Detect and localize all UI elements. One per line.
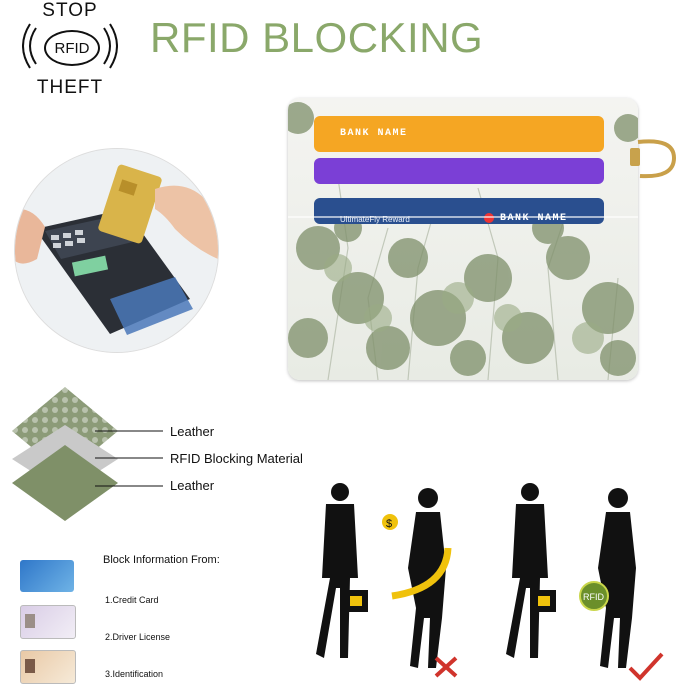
license-photo [25, 614, 35, 628]
identification-image [20, 650, 76, 684]
block-item-identification: 3.Identification [105, 669, 164, 679]
layer-label-bottom: Leather [170, 478, 215, 493]
svg-text:RFID: RFID [583, 592, 604, 602]
badge-bottom-text: THEFT [36, 77, 104, 98]
badge-top-text: STOP [42, 0, 98, 21]
page-title: RFID BLOCKING [150, 14, 484, 61]
card-purple [314, 158, 604, 184]
credit-card-image [20, 560, 74, 592]
svg-text:$: $ [386, 518, 392, 530]
block-info-title: Block Information From: [103, 554, 220, 566]
card-network-logo-icon [484, 213, 494, 223]
card-orange: BANK NAME [314, 116, 604, 152]
theft-illustration: $ RFID [296, 478, 679, 685]
card-blue: UltimateFly Reward BANK NAME [314, 198, 604, 224]
id-photo [25, 659, 35, 673]
stop-rfid-theft-badge: STOP RFID THEFT [14, 0, 126, 100]
card-blue-label: BANK NAME [500, 213, 568, 224]
payment-terminal-image [14, 148, 219, 353]
man-silhouette-right [506, 483, 548, 658]
material-layers-diagram [0, 385, 130, 530]
woman-silhouette-right [598, 488, 636, 668]
man-silhouette-left [316, 483, 358, 658]
signal-waves-right-icon [103, 23, 118, 69]
card-wallet: BANK NAME UltimateFly Reward BANK NAME [288, 98, 638, 380]
layer-pointer-lines [95, 430, 163, 487]
card-blue-brand: UltimateFly Reward [340, 215, 410, 224]
layer-label-top: Leather [170, 424, 215, 439]
tree-pattern-background [288, 102, 638, 380]
key-ring-icon [630, 139, 677, 179]
card-orange-label: BANK NAME [340, 128, 408, 139]
woman-silhouette-left [408, 488, 446, 668]
driver-license-image [20, 605, 76, 639]
signal-waves-left-icon [22, 23, 37, 69]
badge-center-text: RFID [44, 30, 100, 66]
wallet-stitch-line [288, 216, 638, 218]
block-item-credit-card: 1.Credit Card [105, 595, 159, 605]
block-item-driver-license: 2.Driver License [105, 632, 171, 642]
layer-label-middle: RFID Blocking Material [170, 451, 303, 466]
